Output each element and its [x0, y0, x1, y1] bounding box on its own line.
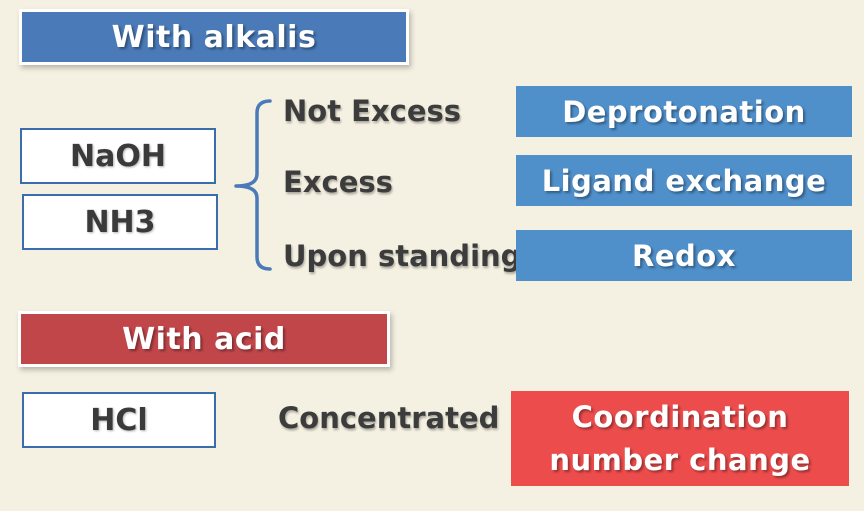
condition-excess: Excess — [283, 165, 393, 199]
result-ligand-exchange: Ligand exchange — [516, 155, 852, 206]
reagent-hcl: HCl — [22, 392, 216, 448]
result-deprotonation: Deprotonation — [516, 86, 852, 137]
reagent-nh3: NH3 — [22, 194, 218, 250]
alkali-section-header: With alkalis — [19, 9, 409, 65]
result-coordination-number-change: Coordination number change — [511, 391, 849, 486]
condition-upon-standing: Upon standing — [283, 239, 522, 273]
acid-section-header: With acid — [18, 311, 390, 367]
condition-concentrated: Concentrated — [278, 401, 500, 435]
condition-not-excess: Not Excess — [283, 94, 462, 128]
result-redox: Redox — [516, 230, 852, 281]
reagent-naoh: NaOH — [20, 128, 216, 184]
